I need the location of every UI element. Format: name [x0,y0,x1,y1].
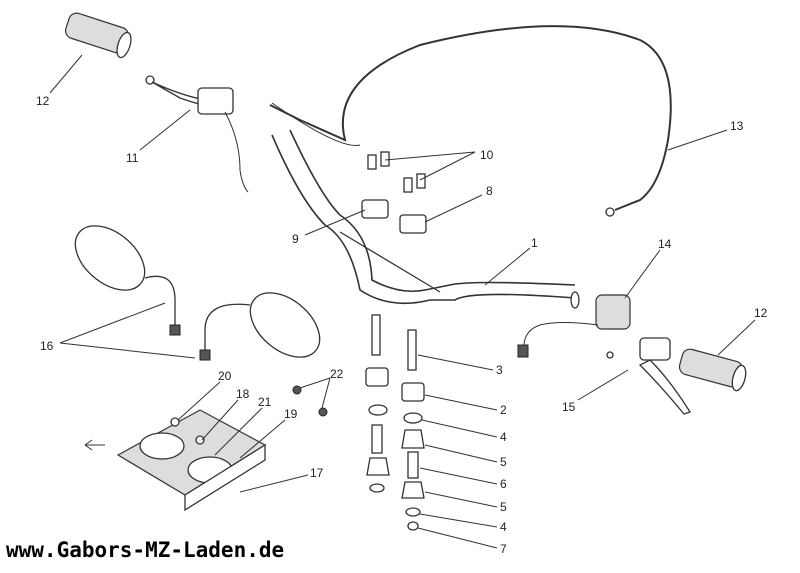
callout-3: 3 [496,363,503,377]
clamp-upper [361,151,427,234]
left-grip [64,12,132,59]
callout-5-upper: 5 [500,455,507,469]
callout-11: 11 [126,151,139,165]
throttle-cable [269,25,672,217]
callout-22: 22 [330,367,344,381]
callout-21: 21 [258,395,272,409]
watermark-url: www.Gabors-MZ-Laden.de [6,538,285,562]
right-switch [517,294,691,415]
callout-16: 16 [40,339,54,353]
callout-1: 1 [531,236,538,250]
handlebar [271,129,580,309]
callout-2: 2 [500,403,507,417]
callout-17: 17 [310,466,324,480]
mount-stack [365,314,425,531]
leader-lines [49,54,756,549]
callout-9: 9 [292,232,299,246]
callout-4-lower: 4 [500,520,507,534]
callout-10: 10 [480,148,494,162]
callout-15: 15 [562,400,576,414]
callout-19: 19 [284,407,298,421]
callout-4-upper: 4 [500,430,507,444]
callout-18: 18 [236,387,250,401]
callout-7: 7 [500,542,507,556]
callout-5-lower: 5 [500,500,507,514]
instrument-bracket [84,385,328,512]
mirrors [74,225,321,361]
callout-12-left: 12 [36,94,50,108]
callout-6: 6 [500,477,507,491]
right-grip [678,348,747,392]
callout-13: 13 [730,119,744,133]
clutch-lever [145,75,249,193]
callout-12-right: 12 [754,306,768,320]
callout-14: 14 [658,237,672,251]
callout-20: 20 [218,369,232,383]
callout-8: 8 [486,184,493,198]
callout-labels: 12 11 13 10 8 9 1 14 12 16 3 20 22 18 21… [36,94,768,556]
